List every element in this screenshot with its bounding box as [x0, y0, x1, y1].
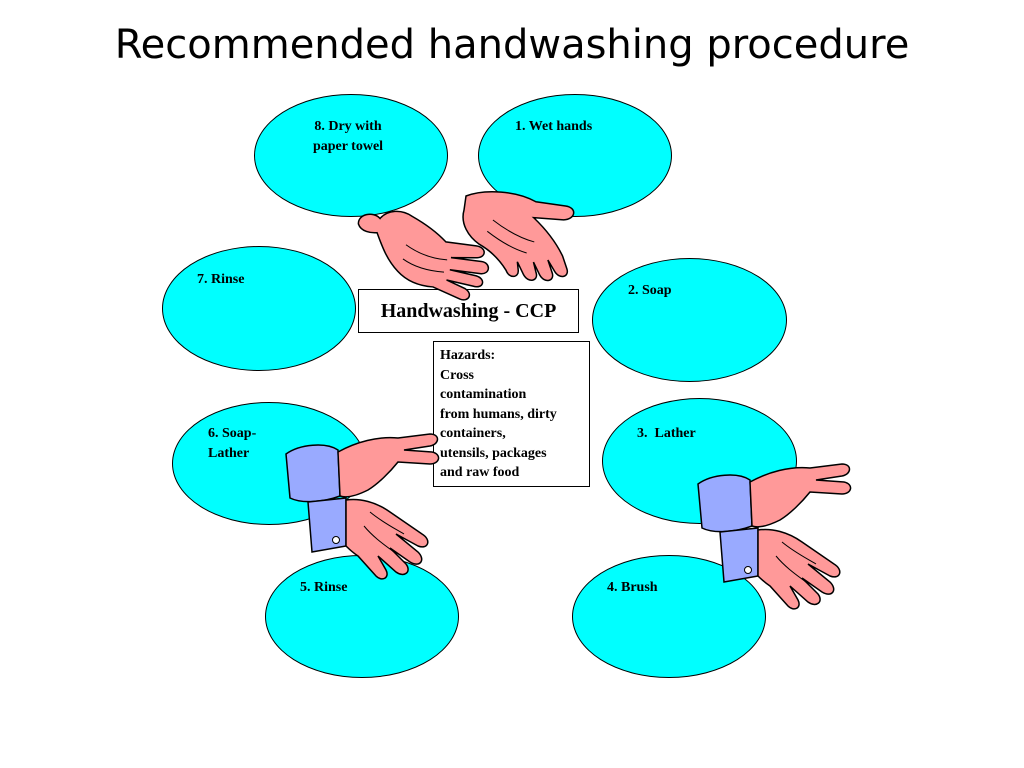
open-hand-icon [357, 210, 490, 301]
step-label-dry: 8. Dry with paper towel [312, 119, 384, 154]
rubbing-hands-icon [697, 463, 852, 610]
hazards-line: from humans, dirty [440, 406, 557, 422]
center-label: Handwashing - CCP [380, 299, 557, 322]
step-label-lather: 3. Lather [637, 426, 696, 441]
hazards-line: utensils, packages [440, 445, 547, 461]
hazards-line: containers, [440, 426, 506, 441]
slide-title: Recommended handwashing procedure [114, 22, 910, 68]
step-label-soap: 2. Soap [628, 283, 672, 298]
step-oval-rinse-5 [265, 555, 459, 678]
open-hand-icon [462, 191, 575, 282]
step-oval-rinse-7 [162, 246, 356, 371]
hazards-heading: Hazards: [440, 348, 496, 363]
rubbing-hands-icon [285, 433, 440, 580]
step-label-soap-lather: 6. Soap- Lather [208, 426, 257, 461]
step-label-wet-hands: 1. Wet hands [515, 119, 593, 134]
step-oval-dry [254, 94, 448, 217]
step-label-rinse-5: 5. Rinse [300, 580, 348, 595]
hazards-box: Hazards: Cross contamination from humans… [433, 341, 590, 487]
hazards-line: contamination [440, 387, 527, 402]
hazards-line: and raw food [440, 465, 520, 480]
hazards-line: Cross [440, 367, 474, 383]
step-label-rinse-7: 7. Rinse [197, 272, 245, 287]
step-label-brush: 4. Brush [607, 580, 658, 595]
step-oval-soap [592, 258, 787, 382]
